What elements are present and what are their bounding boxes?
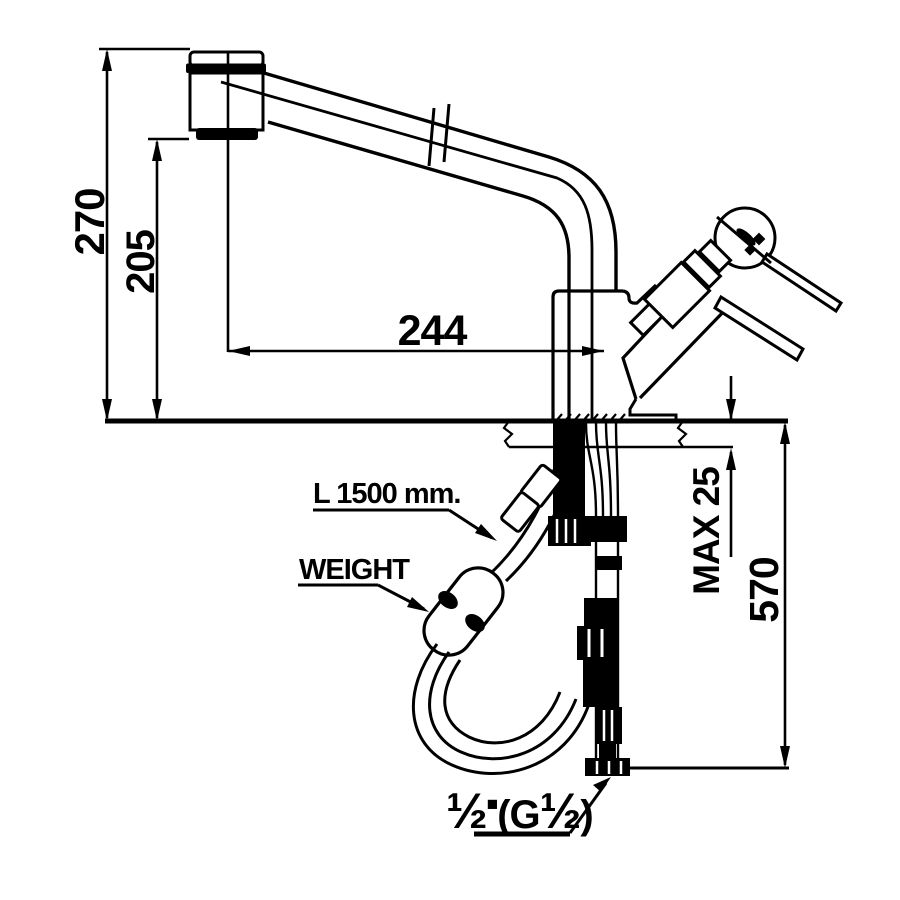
handle-assembly	[628, 206, 844, 363]
cartridge-housing	[642, 260, 712, 330]
leader-thread-size: ½■(G½)	[446, 777, 611, 839]
tube-joint-seam	[427, 103, 451, 167]
hose-loop	[411, 643, 591, 775]
dimension-max25: MAX 25	[686, 376, 736, 595]
hose-connector	[500, 491, 540, 533]
leader-weight: WEIGHT	[298, 554, 429, 612]
mounting-nut	[548, 516, 591, 546]
thread-size-fraction: ½	[446, 783, 487, 839]
body-right-silhouette	[638, 304, 731, 400]
counter-deck-section	[105, 418, 788, 449]
dimension-205: 205	[119, 137, 189, 421]
lever-position-2	[759, 251, 844, 314]
break-mark-left	[502, 420, 514, 448]
body-foot	[628, 398, 678, 421]
dim-244-label: 244	[398, 307, 468, 355]
spout-tube	[220, 71, 618, 420]
spray-head	[186, 50, 266, 140]
fitting-stack	[577, 516, 630, 776]
dim-570-label: 570	[741, 557, 787, 623]
leader-hose-length: L 1500 mm.	[313, 478, 497, 541]
spout-center-line	[220, 80, 594, 420]
thread-hatching	[555, 413, 626, 422]
dimension-570: 570	[741, 422, 790, 768]
thread-size2-fraction: ½	[540, 783, 581, 839]
dim-max25-label: MAX 25	[686, 467, 727, 595]
thread-inch-mark: ■	[487, 794, 498, 815]
dimension-244: 244	[226, 52, 604, 356]
dim-270-label: 270	[66, 188, 113, 255]
dim-205-label: 205	[119, 229, 163, 293]
under-counter-assembly	[411, 413, 789, 776]
mounting-shank	[553, 423, 585, 516]
hose-weight	[422, 566, 505, 657]
supply-end-fitting	[585, 758, 630, 776]
weight-label: WEIGHT	[299, 554, 410, 586]
dimension-270: 270	[66, 47, 190, 421]
break-mark-right	[676, 420, 688, 448]
lever-position-1	[713, 294, 805, 363]
hose-length-label: L 1500 mm.	[313, 478, 460, 510]
thread-open-paren: (G	[497, 793, 539, 837]
